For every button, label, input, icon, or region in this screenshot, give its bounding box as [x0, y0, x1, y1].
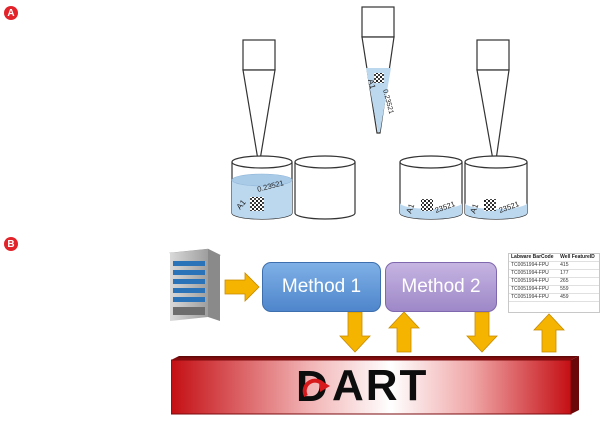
table-cell: 459 — [558, 293, 599, 302]
table-header: Well FeatureID — [558, 254, 599, 262]
qr-code-icon — [374, 73, 384, 83]
reservoir-right-1-well: A1 — [404, 202, 416, 215]
reservoir-right-2-well: A1 — [468, 202, 480, 215]
table-cell: TC0051994-FPU — [509, 261, 559, 270]
table-cell: TC0051994-FPU — [509, 293, 559, 302]
reservoir-left-filled: A1 0.23521 — [231, 155, 293, 220]
reservoir-empty — [294, 155, 356, 220]
arrow-icon — [533, 313, 565, 353]
arrow-icon — [466, 311, 498, 353]
table-cell: 415 — [558, 261, 599, 270]
panel-a-badge: A — [4, 6, 18, 20]
table-cell: TC0051994-FPU — [509, 269, 559, 278]
table-header: Labware BarCode — [509, 254, 559, 262]
reservoir-right-1: A1 23521 — [399, 155, 463, 220]
arrow-icon — [388, 311, 420, 353]
panel-a-illustration: A1 0.23521 A1 0.23521 A1 23521 A1 235 — [231, 6, 528, 220]
method-1-box: Method 1 — [262, 262, 381, 312]
qr-code-icon — [421, 199, 433, 211]
reservoir-right-2: A1 23521 — [464, 155, 528, 220]
dart-logo: D ART — [296, 361, 476, 411]
dart-logo-arrow-icon — [302, 378, 330, 397]
arrow-icon — [224, 272, 260, 302]
spreadsheet-table: Labware BarCode Well FeatureID TC0051994… — [508, 253, 600, 313]
qr-code-icon — [250, 197, 264, 211]
pipette-tip-left — [242, 39, 276, 161]
pipette-tip-right — [476, 39, 510, 161]
arrow-icon — [339, 311, 371, 353]
panel-b-badge: B — [4, 237, 18, 251]
pipette-tip-center: A1 0.23521 — [361, 6, 395, 134]
dart-logo-text: ART — [332, 361, 429, 410]
table-cell: 177 — [558, 269, 599, 278]
dart-platform-bar — [171, 356, 579, 415]
table-cell: TC0051994-FPU — [509, 277, 559, 286]
method-2-box: Method 2 — [385, 262, 497, 312]
table-cell: TC0051994-FPU — [509, 285, 559, 294]
server-icon — [168, 248, 222, 321]
dart-logo-initial: D — [296, 362, 332, 411]
tip-well-label: A1 — [366, 78, 377, 90]
table-cell: 559 — [558, 285, 599, 294]
qr-code-icon — [484, 199, 496, 211]
table-cell: 265 — [558, 277, 599, 286]
